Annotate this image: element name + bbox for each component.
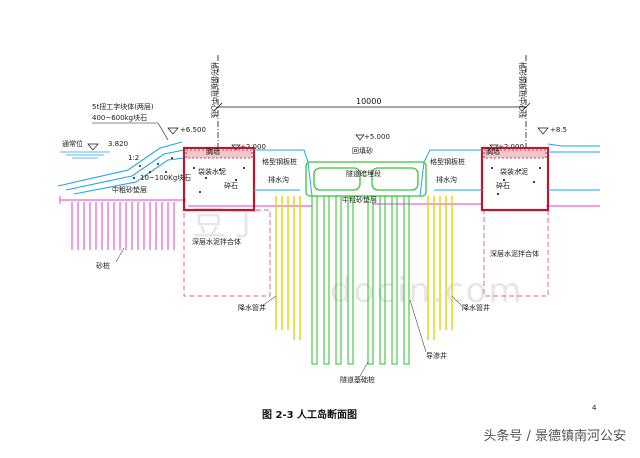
span-dimension <box>213 102 531 112</box>
right-revetment <box>547 143 600 191</box>
rockfill-label: 10~100Kg块石 <box>140 173 191 182</box>
left-centerline-label: 格形钢板桩中心线 <box>210 62 219 118</box>
elevation-markers <box>87 127 549 151</box>
elevation-right-top: +8.5 <box>550 126 567 134</box>
right-drain-label: 排水沟 <box>436 175 457 184</box>
load-note-armor: 5t扭工字块体(两层) <box>92 102 154 111</box>
left-sand-layer-label: 中粗砂垫层 <box>112 185 147 194</box>
center-sand-layer-label: 中粗砂垫层 <box>342 195 377 204</box>
left-well-label: 降水管井 <box>238 303 266 312</box>
elevation-center: +5.000 <box>364 133 390 141</box>
watermark-text: docin.com <box>330 271 524 311</box>
rockfill-dots <box>133 157 173 179</box>
backfill-sand-label: 回填砂 <box>352 146 373 155</box>
water-level-label: 通常位 <box>62 139 83 148</box>
left-cap-label: 胸墙 <box>206 147 220 156</box>
centerlines <box>217 55 527 150</box>
left-drain-label: 排水沟 <box>268 175 289 184</box>
tunnel-structure <box>305 161 427 197</box>
fill-surface <box>254 149 482 197</box>
left-bag-label: 袋装水泥 <box>198 167 226 176</box>
slope-label: 1:2 <box>128 154 139 162</box>
figure-caption: 图 2-3 人工岛断面图 <box>262 408 357 421</box>
right-sheet-label: 格型钢板桩 <box>430 157 465 166</box>
right-bag-label: 袋装水泥 <box>500 167 528 176</box>
right-centerline-label: 格形钢板桩中心线 <box>518 62 527 118</box>
ground-lines <box>59 196 600 207</box>
tunnel-label: 隧道暗埋段 <box>346 169 381 178</box>
right-cap-label: 胸墙 <box>486 147 500 156</box>
right-fill-label: 碎石 <box>496 181 510 190</box>
dewatering-wells <box>275 196 453 340</box>
load-note-rock: 400~600kg块石 <box>92 113 147 122</box>
watermark: 豆丁 docin.com <box>192 204 524 311</box>
guide-well-label: 导渗井 <box>426 351 447 360</box>
elevation-water: 3.820 <box>108 140 128 148</box>
right-steel-cell <box>480 146 550 212</box>
page-mark: 4 <box>592 404 597 412</box>
tunnel-piles-label: 隧道基础桩 <box>340 375 375 384</box>
left-cement-label: 深层水泥拌合体 <box>192 237 241 246</box>
left-sheet-label: 格型钢板桩 <box>262 157 297 166</box>
left-revetment <box>57 141 185 195</box>
span-value: 10000 <box>356 97 381 106</box>
right-well-label: 降水管井 <box>462 303 490 312</box>
footer-credit: 头条号 / 景德镇南河公安 <box>483 429 626 444</box>
left-steel-cell <box>182 146 256 212</box>
elevation-left-top: +6.500 <box>180 126 206 134</box>
water-surface <box>60 151 110 159</box>
sand-piles <box>71 202 175 250</box>
right-cement-label: 深层水泥拌合体 <box>490 249 539 258</box>
sand-piles-label: 砂桩 <box>96 261 110 270</box>
tunnel-piles <box>311 195 410 365</box>
left-fill-label: 碎石 <box>224 181 238 190</box>
